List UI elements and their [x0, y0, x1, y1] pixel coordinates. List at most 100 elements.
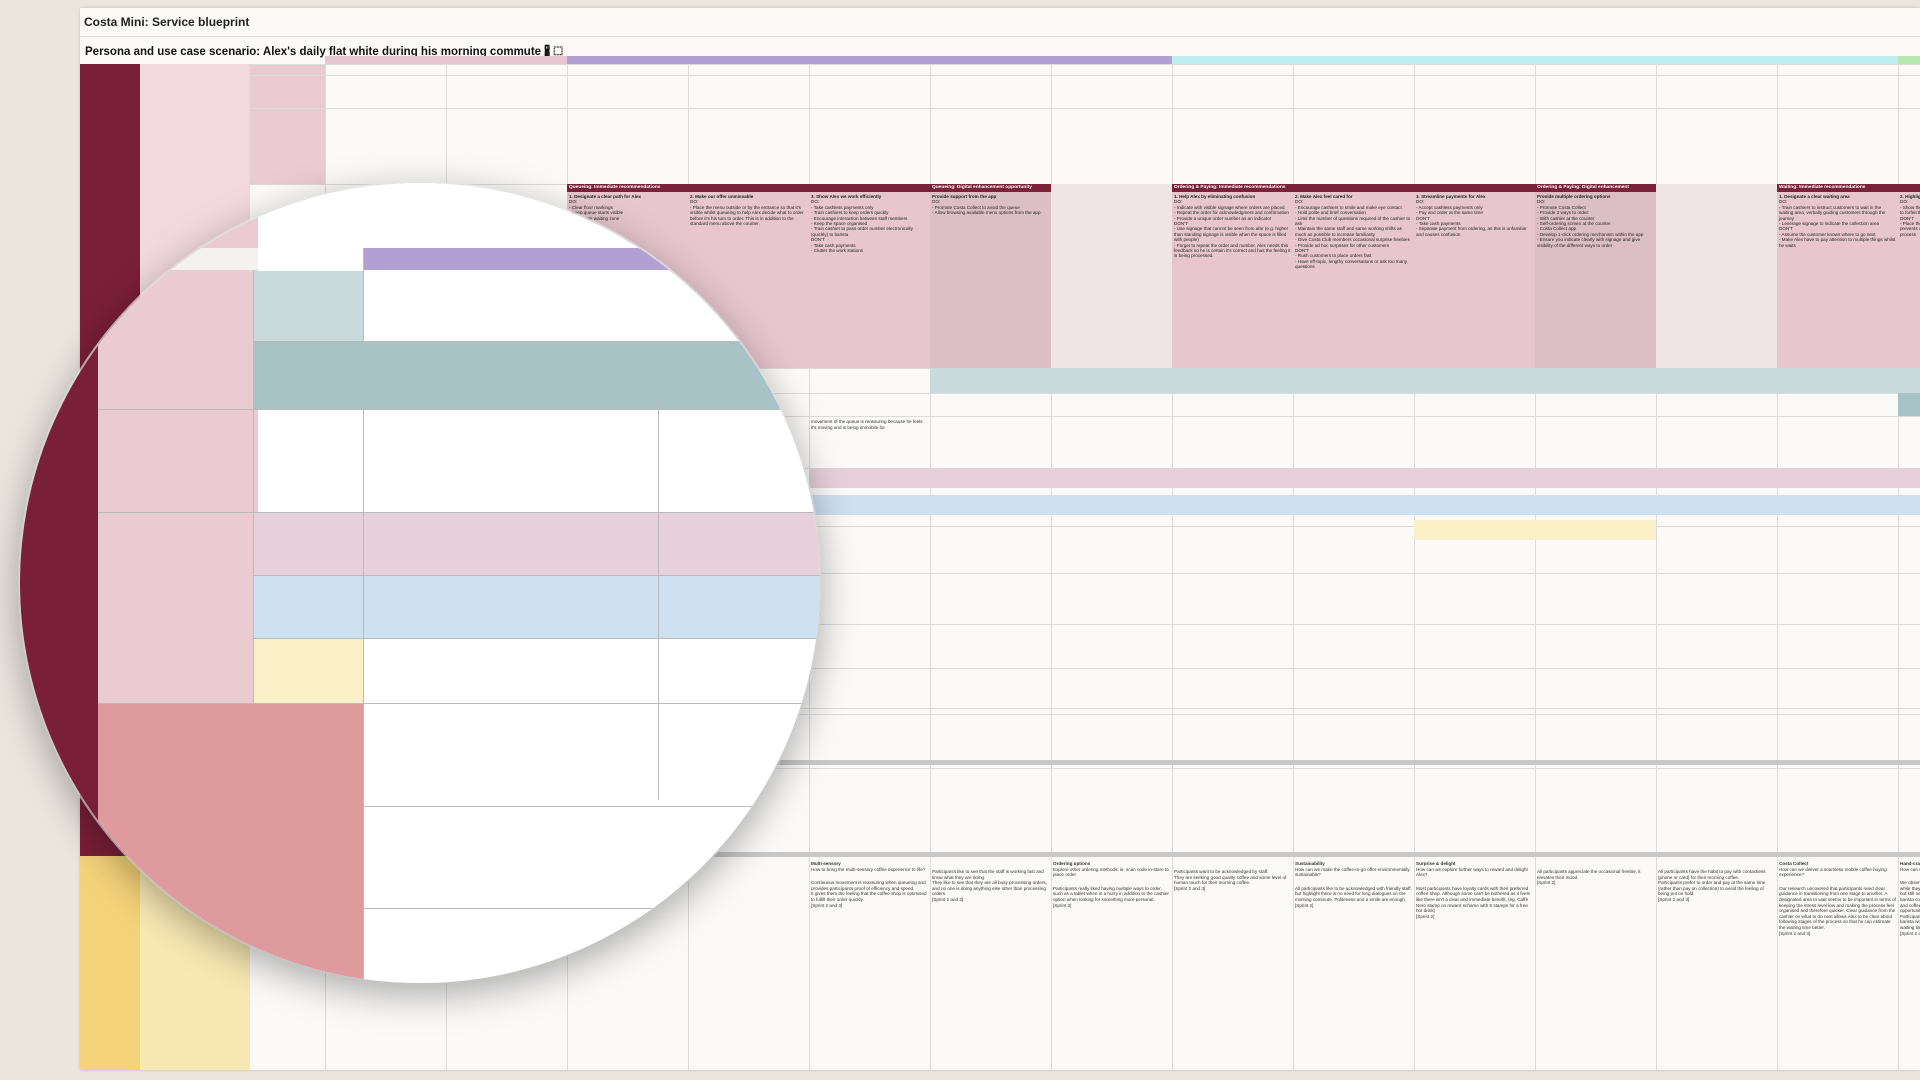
recommendation-header-bar	[1293, 184, 1414, 192]
customer-story-cell	[1414, 66, 1535, 104]
investigation-body: Participants like to see that the staff …	[932, 869, 1047, 902]
care-cell	[1414, 496, 1535, 514]
lens-gridline-h	[363, 908, 820, 909]
recommendation-body: DO: - Promote Costa Collect to avoid the…	[932, 199, 1041, 216]
onstage-cell	[1293, 586, 1414, 626]
recommendation-body: DO: - Accept cashless payments only - Pa…	[1416, 199, 1527, 237]
customer-needs-cell	[1898, 100, 1920, 180]
recommendation-body: DO: - Indicate with visible signage wher…	[1174, 199, 1291, 259]
investigation-question: How can we deliver a seamless mobile cof…	[1779, 866, 1887, 878]
perception-cell	[930, 418, 1051, 466]
delight-band	[1414, 520, 1656, 540]
touchpoint-cell	[1656, 544, 1777, 584]
recommendation-header-bar	[1051, 184, 1172, 192]
convenience-cell	[1898, 469, 1920, 487]
recommendation-header: Queueing: Digital enhancement opportunit…	[930, 184, 1051, 192]
row-line	[250, 64, 1920, 65]
recommendation-header-bar	[1414, 184, 1535, 192]
convenience-cell	[1414, 469, 1535, 487]
investigation-body: Continuous movement is reassuring when q…	[811, 880, 927, 908]
convenience-band	[809, 468, 1920, 488]
perception-cell	[1777, 418, 1898, 466]
lens-care-cell	[363, 576, 820, 638]
convenience-cell	[1656, 469, 1777, 487]
lens-gridline-h	[253, 638, 820, 639]
delight-cell	[1535, 521, 1656, 539]
metrics-cell	[930, 768, 1051, 804]
convenience-cell	[1172, 469, 1293, 487]
engagement-cell	[930, 370, 1051, 392]
investigation-question: How to bring the multi-sensory coffee ex…	[811, 866, 926, 872]
onstage-cell	[930, 586, 1051, 626]
touchpoint-cell	[1293, 544, 1414, 584]
lens-low-active-cell	[253, 341, 820, 409]
recommendation-title: 1. Designate a clear waiting area	[1779, 194, 1850, 199]
customer-needs-cell	[1414, 100, 1535, 180]
recommendation-header-bar	[1656, 184, 1777, 192]
col-line	[1777, 64, 1778, 1070]
pain-point-cell	[1656, 716, 1777, 760]
investigation-cell: Participants want to be acknowledged by …	[1172, 860, 1293, 1066]
investigation-body: All participants have the habit to pay w…	[1658, 869, 1766, 902]
lens-conv-label-cell	[253, 513, 363, 575]
lens-stages-row-label	[98, 248, 258, 270]
investigation-queue-left	[567, 988, 688, 1070]
investigation-body: Our research uncovered that participants…	[1779, 885, 1896, 936]
customer-story-cell	[567, 66, 688, 104]
investigation-title: Costa Collect	[1779, 861, 1809, 866]
investigation-body: Participants really liked having multipl…	[1053, 885, 1169, 908]
investigation-title: Surprise & delight	[1416, 861, 1456, 866]
recommendation-body: DO: - Take cashless payments only - Trai…	[811, 199, 913, 254]
customer-story-cell	[325, 66, 446, 104]
row-line	[250, 624, 1920, 625]
sheet-title: Costa Mini: Service blueprint	[84, 15, 250, 29]
lens-gridline-h	[98, 512, 820, 513]
recommendation-title: Provide multiple ordering options	[1537, 194, 1611, 199]
onstage-cell	[1414, 586, 1535, 626]
perception-cell	[1051, 418, 1172, 466]
touchpoint-cell	[1898, 544, 1920, 584]
customer-story-cell	[446, 66, 567, 104]
engagement-cell	[1051, 370, 1172, 392]
customer-story-cell	[1898, 66, 1920, 104]
touchpoint-cell	[930, 544, 1051, 584]
sheet-title-row: Costa Mini: Service blueprint	[80, 8, 1920, 37]
col-line	[1898, 64, 1899, 1070]
convenience-cell	[1777, 469, 1898, 487]
touchpoint-cell	[1777, 544, 1898, 584]
row-line	[250, 714, 1920, 715]
engagement-cell	[1172, 370, 1293, 392]
emotions-cell	[1656, 808, 1777, 850]
backstage-cell	[1051, 628, 1172, 668]
lens-gridline-v	[363, 248, 364, 983]
recommendation-body: DO: - Encourage cashiers to smile and ma…	[1295, 199, 1411, 270]
customer-needs-cell	[1656, 100, 1777, 180]
investigation-body: Most participants have loyalty cards wit…	[1416, 885, 1530, 919]
row-line	[250, 668, 1920, 669]
recommendation-header: Ordering & Paying: Immediate recommendat…	[1172, 184, 1293, 192]
scenario-title: Persona and use case scenario: Alex's da…	[85, 46, 563, 58]
lens-label-col-salmon	[98, 703, 363, 983]
recommendation-cell	[1656, 184, 1777, 368]
customer-needs-cell	[1777, 100, 1898, 180]
metrics-cell	[1535, 768, 1656, 804]
investigation-question: How can we make the coffee-to-go offer e…	[1295, 866, 1410, 878]
emotions-cell	[1898, 808, 1920, 850]
col-line	[1172, 64, 1173, 1070]
recommendation-title: 1. Help Alex by eliminating confusion	[1174, 194, 1256, 199]
convenience-cell	[930, 469, 1051, 487]
customer-needs-cell	[930, 100, 1051, 180]
backstage-cell	[930, 628, 1051, 668]
touchpoint-cell	[1414, 544, 1535, 584]
onstage-cell	[1051, 586, 1172, 626]
perception-cell	[1414, 418, 1535, 466]
customer-needs-cell	[809, 100, 930, 180]
investigation-cell: Hand-craft gapHow can we get Alex to val…	[1898, 860, 1920, 1066]
lens-gridline-v	[253, 271, 254, 704]
col-line	[1293, 64, 1294, 1070]
recommendation-header-bar	[809, 184, 930, 192]
customer-needs-cell	[446, 100, 567, 180]
investigation-title: Sustainability	[1295, 861, 1325, 866]
